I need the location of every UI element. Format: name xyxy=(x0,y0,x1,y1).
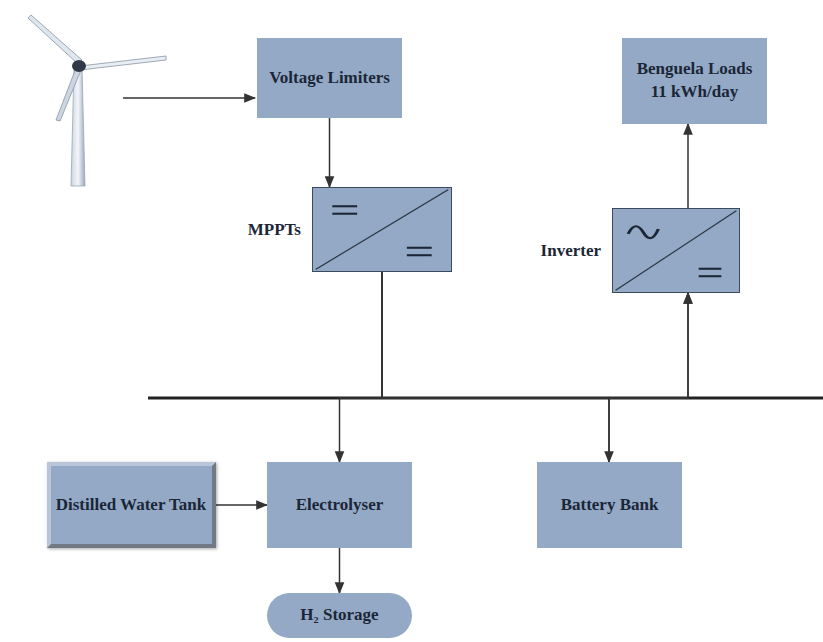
flow-arrow xyxy=(216,504,268,506)
wind-feed-arrow xyxy=(123,97,255,99)
box-label: Battery Bank xyxy=(561,494,659,517)
dc-dc-converter: MPPTs xyxy=(312,187,452,272)
flow-arrow xyxy=(339,548,341,593)
component-label: MPPTs xyxy=(248,218,301,241)
flow-arrow xyxy=(340,272,383,462)
inverter-box: Inverter xyxy=(612,208,740,293)
process-box: Voltage Limiters xyxy=(257,38,402,118)
load-box: Benguela Loads11 kWh/day xyxy=(622,38,767,124)
storage-pill: H₂ Storage xyxy=(267,593,412,638)
box-label: Electrolyser xyxy=(296,494,383,517)
tank-box: Distilled Water Tank xyxy=(47,462,216,548)
box-label: Voltage Limiters xyxy=(269,67,390,90)
flow-arrow xyxy=(687,124,689,208)
flow-arrow xyxy=(329,118,331,187)
flow-arrow xyxy=(382,272,609,462)
box-label: 11 kWh/day xyxy=(651,81,738,104)
box-label: H₂ Storage xyxy=(300,604,378,627)
dc-ac-symbol xyxy=(613,209,739,292)
flow-arrow xyxy=(609,293,688,462)
dc-dc-symbol xyxy=(313,188,451,271)
process-box: Electrolyser xyxy=(267,462,412,548)
component-label: Inverter xyxy=(541,239,601,262)
box-label: Distilled Water Tank xyxy=(56,494,207,517)
box-label: Benguela Loads xyxy=(637,58,753,81)
storage-box: Battery Bank xyxy=(537,462,682,548)
wind-turbine xyxy=(28,15,166,186)
